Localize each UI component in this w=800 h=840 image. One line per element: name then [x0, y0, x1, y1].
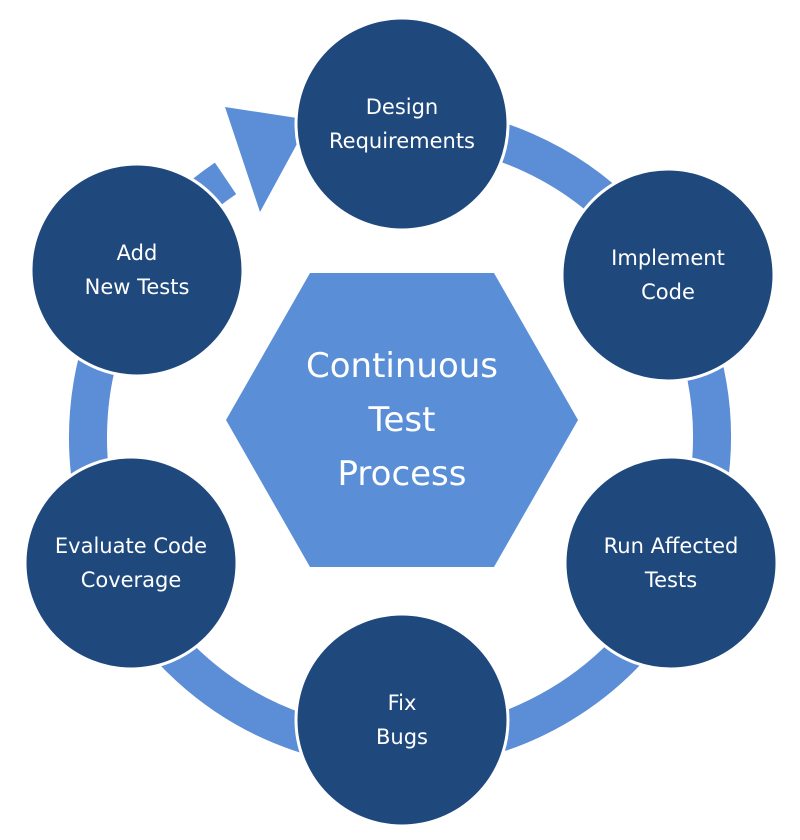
step-label-line: Requirements — [329, 129, 475, 153]
step-circle — [294, 16, 510, 232]
step-label-line: Bugs — [376, 725, 428, 749]
step-label-line: Design — [366, 95, 439, 119]
center-hexagon-shape — [226, 273, 578, 567]
center-title-line: Process — [338, 454, 467, 494]
step-label-line: Evaluate Code — [55, 534, 207, 558]
cycle-arrow-head — [225, 107, 310, 212]
step-label-line: Fix — [388, 691, 417, 715]
step-circle — [563, 455, 779, 671]
step-circle — [23, 455, 239, 671]
center-title-line: Continuous — [306, 346, 498, 386]
step-label-line: Tests — [644, 568, 697, 592]
step-circle — [29, 162, 245, 378]
center-title-line: Test — [368, 400, 436, 440]
step-label-line: New Tests — [85, 275, 190, 299]
step-label-line: Implement — [611, 246, 725, 270]
step-label-line: Add — [117, 241, 158, 265]
step-label-line: Coverage — [81, 568, 182, 592]
step-label-line: Code — [641, 280, 695, 304]
step-label-line: Run Affected — [604, 534, 739, 558]
step-circle — [560, 167, 776, 383]
step-circle — [294, 612, 510, 828]
